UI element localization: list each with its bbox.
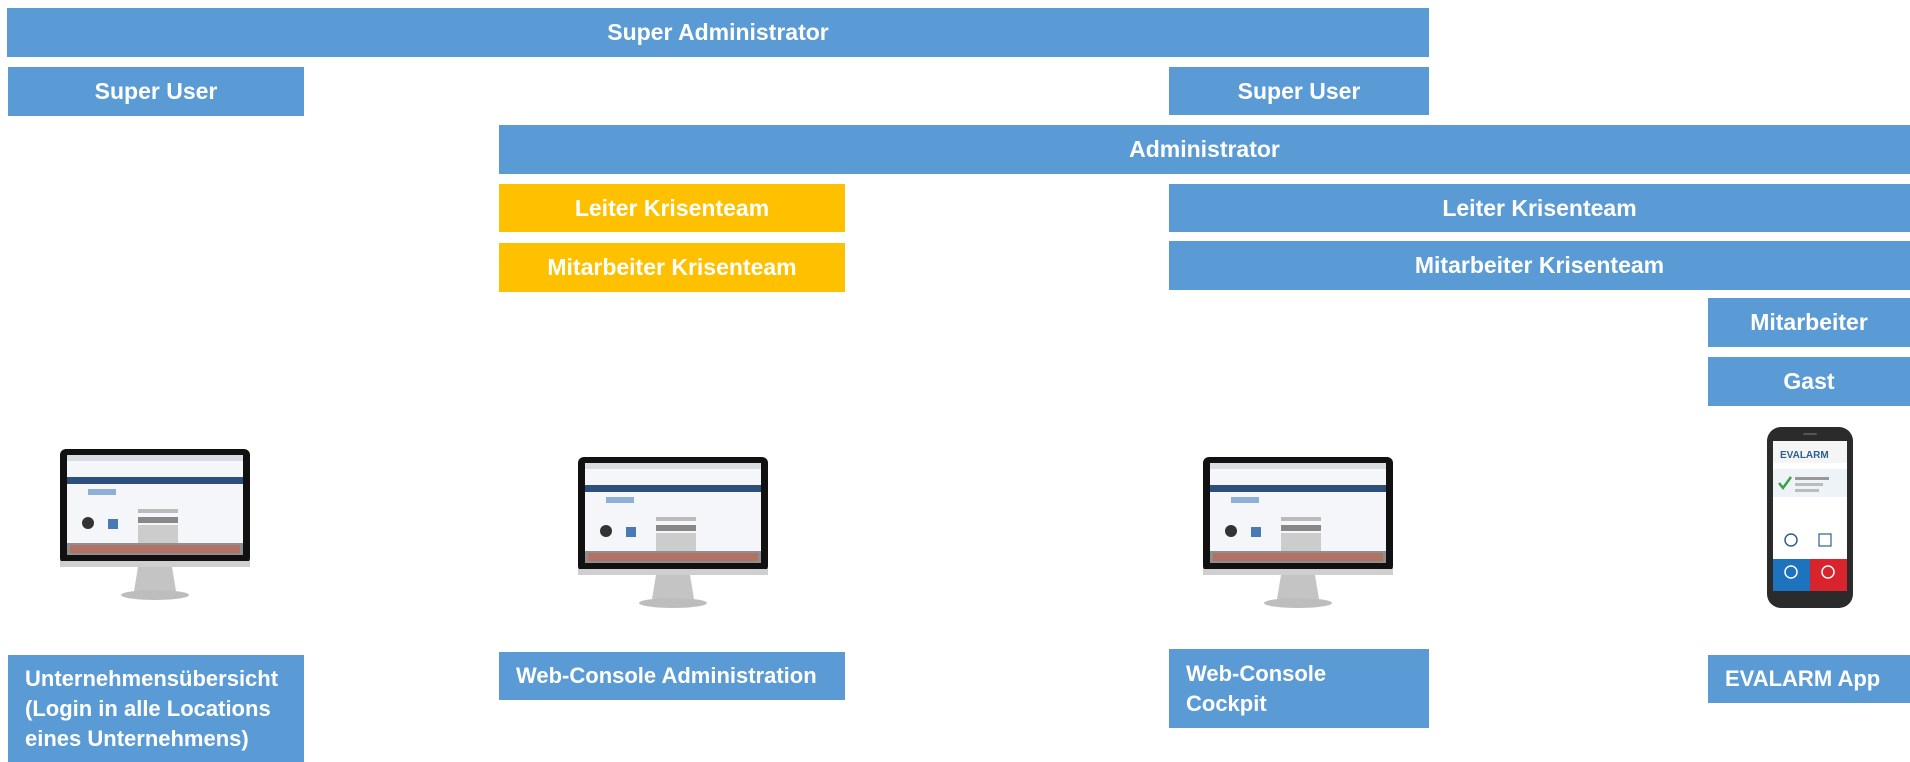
role-label: Super User [94,78,218,104]
role-label: Mitarbeiter Krisenteam [1414,252,1665,278]
role-label: Super Administrator [607,19,829,45]
role-administrator: Administrator [499,125,1910,174]
role-super-administrator: Super Administrator [7,8,1429,57]
product-label-line: eines Unternehmens) [25,725,249,751]
role-label: Gast [1783,368,1835,394]
product-label: EVALARM App [1725,666,1881,691]
role-label: Leiter Krisenteam [1442,194,1637,221]
role-leiter-krisenteam-admin: Leiter Krisenteam [499,184,845,232]
role-super-user-right: Super User [1169,67,1429,115]
role-super-user-left: Super User [8,67,304,116]
product-label-line: Web-Console [1186,660,1327,686]
role-label: Super User [1237,77,1361,104]
product-label-line: Cockpit [1186,690,1267,716]
role-label: Leiter Krisenteam [574,194,770,221]
role-mitarbeiter-krisenteam-admin: Mitarbeiter Krisenteam [499,243,845,292]
product-label-line: (Login in alle Locations [25,695,271,721]
role-leiter-krisenteam-cockpit: Leiter Krisenteam [1169,184,1910,232]
smartphone-icon: EVALARM [1767,427,1853,608]
app-logo: EVALARM [1780,450,1829,461]
product-evalarm-app: EVALARM App [1708,655,1910,703]
role-mitarbeiter-krisenteam-cockpit: Mitarbeiter Krisenteam [1169,241,1910,290]
desktop-monitor-icon [1203,457,1393,608]
product-label-line: Unternehmensübersicht [25,665,279,691]
role-label: Mitarbeiter Krisenteam [547,254,797,280]
role-label: Administrator [1129,136,1280,162]
product-web-console-administration: Web-Console Administration [499,652,845,700]
desktop-monitor-icon [60,449,250,600]
role-gast: Gast [1708,357,1910,406]
role-label: Mitarbeiter [1750,309,1868,335]
product-label: Web-Console Administration [516,663,817,688]
role-mitarbeiter: Mitarbeiter [1708,298,1910,347]
product-web-console-cockpit: Web-Console Cockpit [1169,649,1429,728]
product-unternehmensuebersicht: Unternehmensübersicht (Login in alle Loc… [8,655,304,762]
desktop-monitor-icon [578,457,768,608]
